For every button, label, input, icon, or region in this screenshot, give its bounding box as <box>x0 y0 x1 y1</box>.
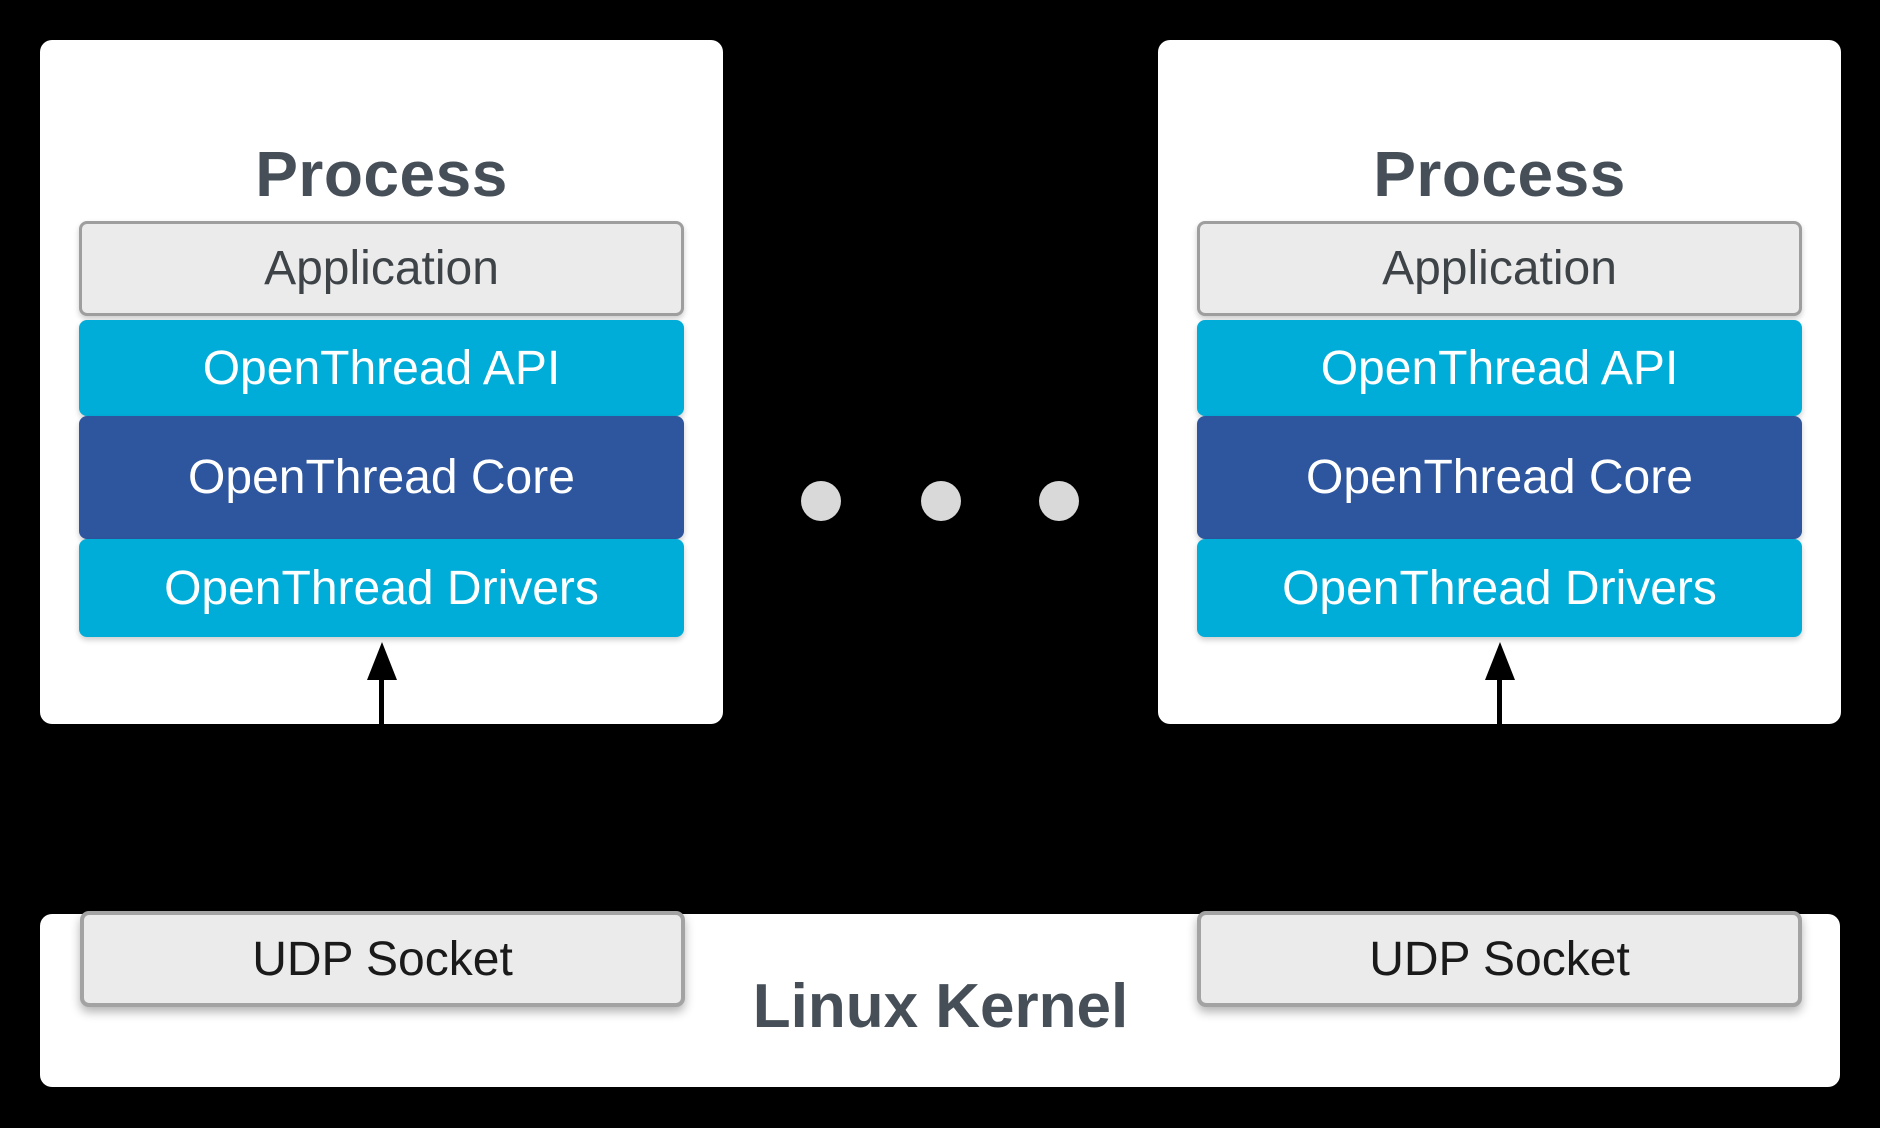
arrow-head <box>366 642 397 680</box>
arrow-up-icon <box>1484 642 1515 724</box>
layer-application-label: Application <box>264 242 499 295</box>
arrow-shaft <box>379 680 384 724</box>
layer-openthread-api: OpenThread API <box>1197 320 1802 416</box>
udp-socket-label: UDP Socket <box>252 932 513 986</box>
process-title: Process <box>1373 138 1626 210</box>
udp-socket-label: UDP Socket <box>1369 932 1630 986</box>
layer-openthread-api-label: OpenThread API <box>1320 341 1679 395</box>
layer-openthread-core: OpenThread Core <box>79 416 684 539</box>
layer-openthread-drivers-label: OpenThread Drivers <box>164 561 599 615</box>
udp-socket-right: UDP Socket <box>1197 911 1802 1007</box>
ellipsis-dot-icon <box>801 481 841 521</box>
layer-openthread-api: OpenThread API <box>79 320 684 416</box>
layer-openthread-core-label: OpenThread Core <box>188 451 575 504</box>
arrow-head <box>1484 642 1515 680</box>
layer-openthread-core-label: OpenThread Core <box>1306 451 1693 504</box>
ellipsis-dot-icon <box>921 481 961 521</box>
process-title: Process <box>255 138 508 210</box>
layer-openthread-drivers-label: OpenThread Drivers <box>1282 561 1717 615</box>
process-card-left: Process Application OpenThread API OpenT… <box>40 40 723 724</box>
layer-openthread-drivers: OpenThread Drivers <box>1197 539 1802 637</box>
layer-application: Application <box>1197 221 1802 316</box>
arrow-shaft <box>1497 680 1502 724</box>
ellipsis-dot-icon <box>1039 481 1079 521</box>
layer-openthread-core: OpenThread Core <box>1197 416 1802 539</box>
layer-openthread-drivers: OpenThread Drivers <box>79 539 684 637</box>
linux-kernel-title: Linux Kernel <box>752 972 1129 1041</box>
layer-application-label: Application <box>1382 242 1617 295</box>
process-card-right: Process Application OpenThread API OpenT… <box>1158 40 1841 724</box>
layer-openthread-api-label: OpenThread API <box>202 341 561 395</box>
arrow-up-icon <box>366 642 397 724</box>
layer-application: Application <box>79 221 684 316</box>
udp-socket-left: UDP Socket <box>80 911 685 1007</box>
